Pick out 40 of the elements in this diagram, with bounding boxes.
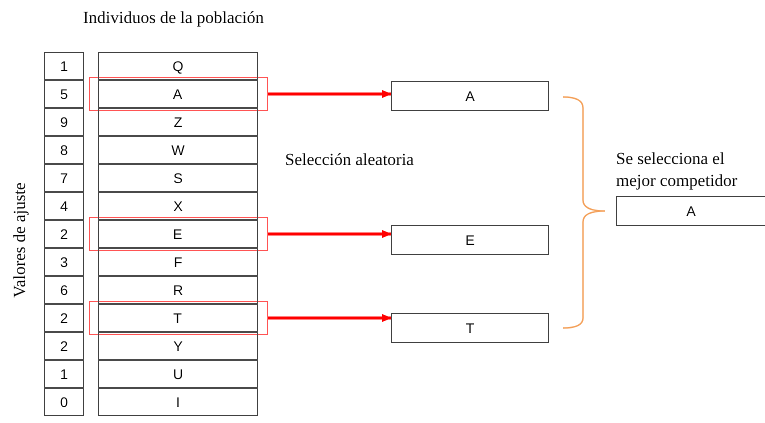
individual-cell: X xyxy=(98,192,258,220)
individual-cell: S xyxy=(98,164,258,192)
selected-box: T xyxy=(391,313,549,343)
column-heading: Individuos de la población xyxy=(83,8,264,28)
individual-cell: Q xyxy=(98,52,258,80)
individual-cell: Y xyxy=(98,332,258,360)
axis-label: Valores de ajuste xyxy=(10,182,30,298)
winner-box: A xyxy=(616,196,765,226)
arrow xyxy=(268,230,392,238)
individual-cell: W xyxy=(98,136,258,164)
highlight-box xyxy=(89,217,268,251)
individual-cell: Z xyxy=(98,108,258,136)
selected-box: E xyxy=(391,225,549,255)
individual-cell: T xyxy=(98,304,258,332)
selected-box: A xyxy=(391,81,549,111)
arrow xyxy=(268,314,392,322)
fitness-cell: 0 xyxy=(44,388,84,416)
fitness-cell: 7 xyxy=(44,164,84,192)
fitness-cell: 1 xyxy=(44,360,84,388)
highlight-box xyxy=(89,77,268,111)
fitness-cell: 2 xyxy=(44,332,84,360)
individual-cell: A xyxy=(98,80,258,108)
individual-cell: R xyxy=(98,276,258,304)
arrow xyxy=(268,90,392,98)
caption-text: Se selecciona el mejor competidor xyxy=(616,148,738,192)
fitness-cell: 2 xyxy=(44,304,84,332)
highlight-box xyxy=(89,301,268,335)
fitness-cell: 4 xyxy=(44,192,84,220)
fitness-cell: 5 xyxy=(44,80,84,108)
fitness-cell: 1 xyxy=(44,52,84,80)
fitness-cell: 2 xyxy=(44,220,84,248)
fitness-cell: 6 xyxy=(44,276,84,304)
individual-cell: E xyxy=(98,220,258,248)
fitness-cell: 9 xyxy=(44,108,84,136)
individual-cell: U xyxy=(98,360,258,388)
individual-cell: F xyxy=(98,248,258,276)
fitness-cell: 3 xyxy=(44,248,84,276)
annotation-text: Selección aleatoria xyxy=(285,150,414,170)
fitness-cell: 8 xyxy=(44,136,84,164)
individual-cell: I xyxy=(98,388,258,416)
